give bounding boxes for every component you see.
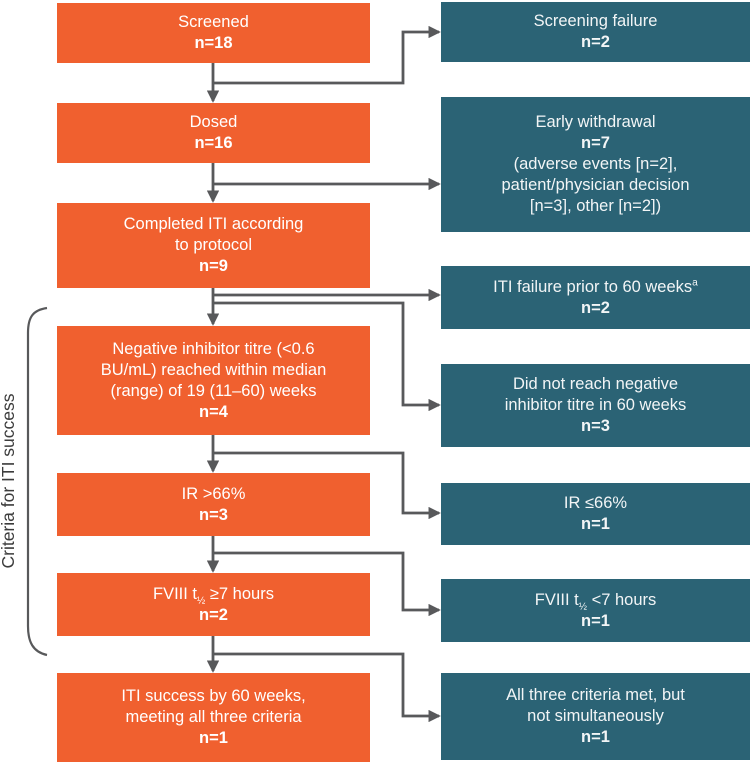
flow-box-iti-failure-60-weeks: ITI failure prior to 60 weeksa n=2 [441,266,750,329]
side-label: Criteria for ITI success [0,393,18,568]
box-text: FVIII t½ ≥7 hours [153,584,274,606]
box-count: n=9 [199,257,228,275]
box-text: Early withdrawal [535,113,656,131]
box-count: n=1 [581,611,610,630]
box-count: n=1 [581,515,610,533]
half-life-subscript: ½ [578,600,587,612]
box-text: Dosed [189,113,238,131]
box-text: IR >66% [181,484,246,503]
flow-box-negative-titre: Negative inhibitor titre (<0.6 BU/mL) re… [57,326,370,435]
flow-box-ir-above-66: IR >66% n=3 [57,473,370,536]
flow-box-fviii-halflife-ge7: FVIII t½ ≥7 hours n=2 [57,573,370,636]
flow-box-criteria-not-simultaneous: All three criteria met, but not simultan… [441,673,750,760]
box-count: n=1 [581,728,610,746]
criteria-bracket [26,306,48,657]
box-text: Negative inhibitor titre (<0.6 BU/mL) re… [100,339,327,400]
box-text: FVIII t½ <7 hours [534,590,657,612]
box-count: n=2 [581,33,610,51]
box-text: ITI failure prior to 60 weeksa [493,277,698,296]
box-text: All three criteria met, but not simultan… [506,686,685,725]
box-count: n=4 [199,402,228,421]
box-text: Screened [178,13,249,31]
half-life-subscript: ½ [197,594,206,606]
box-count: n=18 [194,34,233,52]
box-count: n=1 [199,729,228,747]
flow-box-completed-iti: Completed ITI according to protocol n=9 [57,203,370,288]
flow-box-iti-success: ITI success by 60 weeks, meeting all thr… [57,673,370,762]
box-text: ITI success by 60 weeks, meeting all thr… [121,687,306,726]
box-count: n=16 [194,134,233,152]
box-text: Screening failure [533,12,658,30]
flow-box-screened: Screened n=18 [57,3,370,63]
box-count: n=3 [581,417,610,435]
flow-box-dosed: Dosed n=16 [57,103,370,163]
box-count: n=2 [581,298,610,317]
box-text: Completed ITI according to protocol [123,215,304,254]
box-text: Did not reach negative inhibitor titre i… [504,375,687,414]
box-count: n=2 [199,605,228,624]
footnote-marker: a [692,277,698,288]
box-count: n=7 [581,134,610,152]
flow-box-ir-below-66: IR ≤66% n=1 [441,483,750,545]
box-text: IR ≤66% [563,494,628,512]
flow-box-early-withdrawal: Early withdrawal n=7 (adverse events [n=… [441,97,750,232]
box-count: n=3 [199,505,228,524]
box-detail: (adverse events [n=2], patient/physician… [501,155,690,215]
flow-box-fviii-halflife-lt7: FVIII t½ <7 hours n=1 [441,579,750,642]
flow-box-screening-failure: Screening failure n=2 [441,2,750,62]
flow-box-no-negative-titre: Did not reach negative inhibitor titre i… [441,364,750,447]
